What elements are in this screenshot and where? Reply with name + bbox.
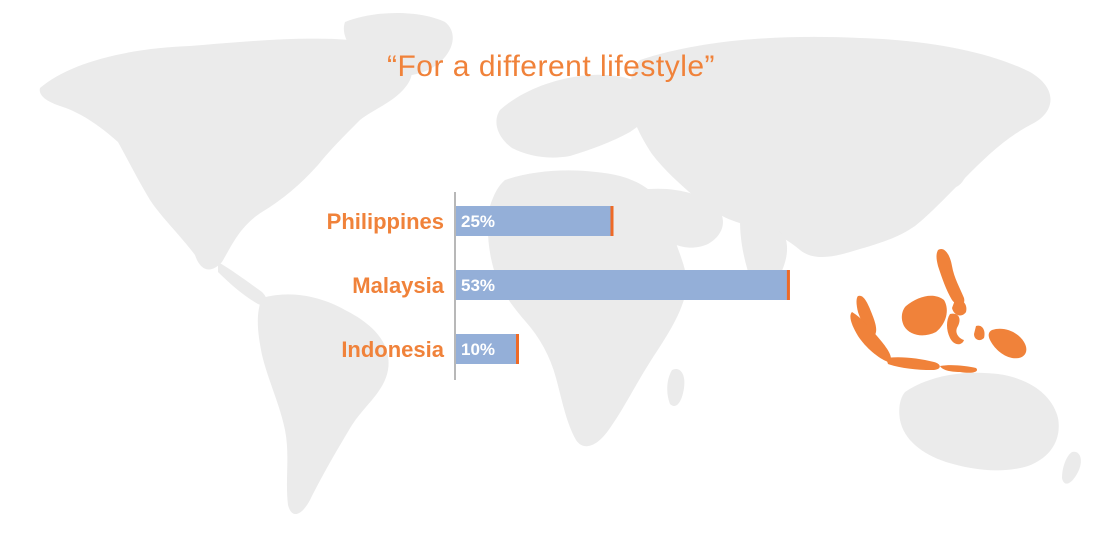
bar-indonesia [456,334,519,364]
bar-end-philippines [610,206,614,236]
africa-shape [487,170,687,447]
bar-malaysia [456,270,790,300]
europe-shape [496,74,656,158]
malay-peninsula-shape [856,295,877,336]
java-shape [886,357,940,370]
highlighted-region [850,248,1027,373]
madagascar-shape [667,368,685,407]
new-zealand-shape [1062,451,1081,484]
bar-end-indonesia [516,334,519,364]
north-america-shape [39,38,413,270]
australia-shape [899,372,1059,471]
sumatra-shape [850,312,891,362]
value-label-philippines: 25% [461,212,495,231]
japan-shape [949,149,970,188]
category-label-philippines: Philippines [327,209,444,234]
bars: Philippines 25% Malaysia 53% Indonesia 10% [327,206,790,364]
new-guinea-west-shape [988,328,1027,359]
lesser-sunda-shape [940,365,978,373]
chart-title: “For a different lifestyle” [386,50,716,83]
maluku-shape [974,325,985,341]
philippines-south-shape [952,299,967,316]
category-label-malaysia: Malaysia [352,273,444,298]
philippines-shape [936,248,965,306]
borneo-shape [901,295,947,336]
category-label-indonesia: Indonesia [341,337,444,362]
central-america-shape [218,262,267,306]
value-label-malaysia: 53% [461,276,495,295]
value-label-indonesia: 10% [461,340,495,359]
bar-philippines [456,206,614,236]
south-america-shape [257,294,389,515]
bar-end-malaysia [786,270,790,300]
greenland-shape [343,13,453,76]
asia-shape [630,36,1051,258]
sulawesi-shape [947,313,964,345]
